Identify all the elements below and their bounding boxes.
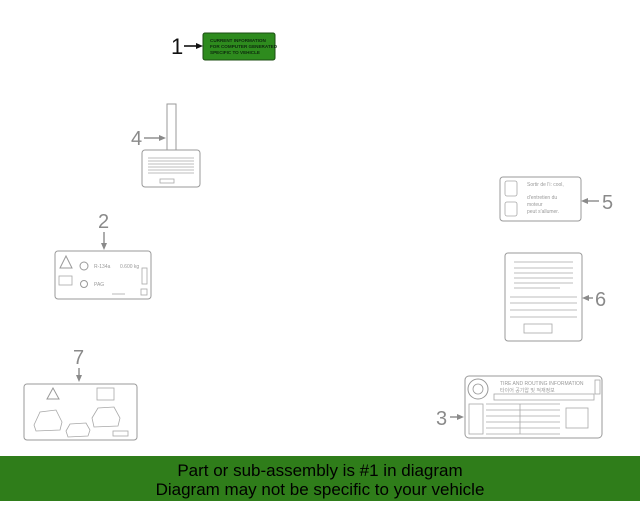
callout-4: 4 [131,128,142,150]
part-5-text-4: peut s'allumer. [527,209,559,215]
callout-6: 6 [595,289,606,311]
part-1-label-line-3: SPECIFIC TO VEHICLE [210,50,260,55]
part-7-label[interactable] [23,383,138,441]
callout-4-arrow [144,135,166,141]
part-3-title: TIRE AND ROUTING INFORMATION [500,381,584,387]
part-1-label-line-1: CURRENT INFORMATION [210,38,266,43]
part-2-label[interactable]: R-134a 0.600 kg PAG [54,250,152,300]
callout-2: 2 [98,211,109,233]
part-5-text-3: moteur [527,202,543,208]
part-4-tag[interactable] [141,103,201,188]
callout-2-arrow [101,232,107,250]
callout-7-arrow [76,368,82,382]
part-3-placard[interactable]: TIRE AND ROUTING INFORMATION 타이어 공기압 및 적… [464,375,603,439]
callout-1: 1 [171,34,183,59]
banner-line-2: Diagram may not be specific to your vehi… [155,480,485,499]
part-5-text-1: Sortir de l'i: cool, [527,182,564,188]
callout-7: 7 [73,347,84,369]
vehicle-notice-banner: Part or sub-assembly is #1 in diagram Di… [0,456,640,501]
part-2-oil: PAG [94,282,104,288]
part-1-label-line-2: FOR COMPUTER GENERATED [210,44,278,49]
part-1-label[interactable]: CURRENT INFORMATION FOR COMPUTER GENERAT… [202,32,278,61]
part-3-subtitle: 타이어 공기압 및 적재정보 [500,387,555,394]
callout-1-arrow [184,43,203,49]
part-5-text-2: d'entretien du [527,195,557,201]
part-5-label[interactable]: Sortir de l'i: cool, d'entretien du mote… [499,176,582,222]
callout-3-arrow [450,414,464,420]
callout-5: 5 [602,192,613,214]
part-2-amount: 0.600 kg [120,264,139,270]
callout-5-arrow [581,198,599,204]
callout-6-arrow [582,295,593,301]
part-2-refrigerant: R-134a [94,264,111,270]
part-6-label[interactable] [504,252,583,342]
callout-3: 3 [436,408,447,430]
banner-line-1: Part or sub-assembly is #1 in diagram [177,461,463,480]
